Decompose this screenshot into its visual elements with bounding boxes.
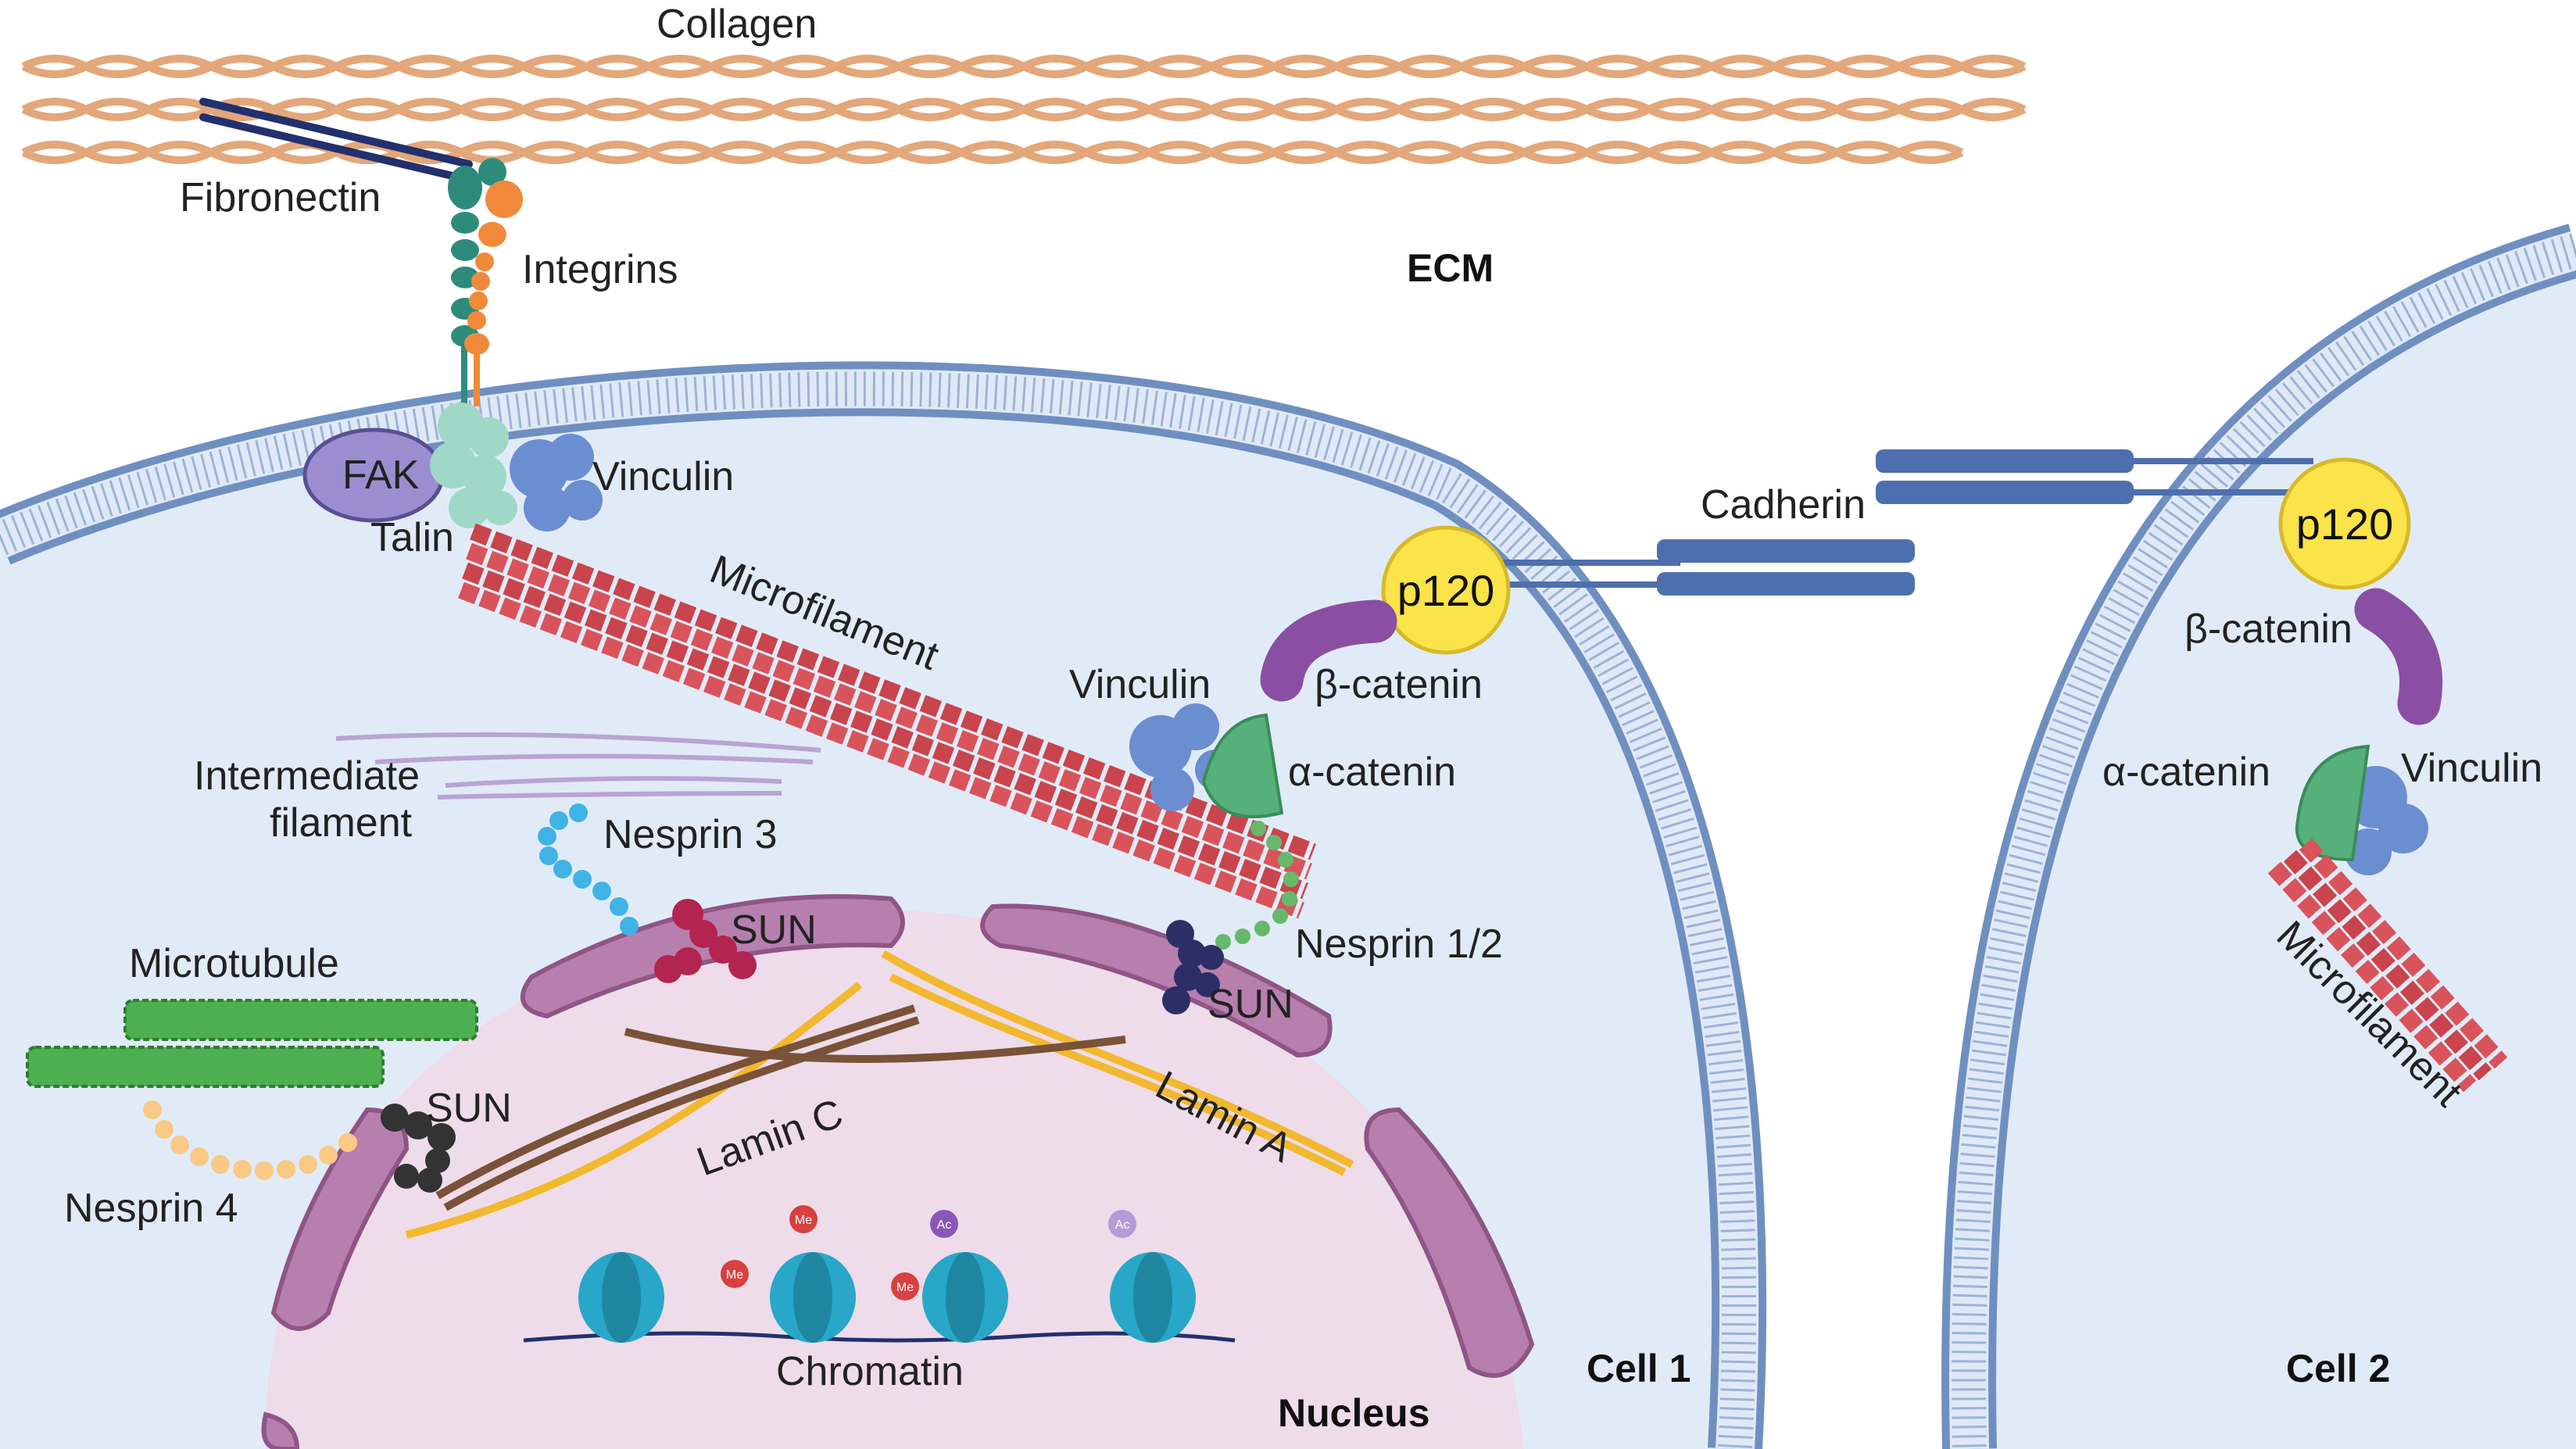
- intermediate-filament: [335, 732, 821, 800]
- beta-catenin-cell-1: [1260, 599, 1397, 702]
- nuclear-envelope: [261, 894, 1535, 1449]
- focal-adhesion-complex: [302, 402, 603, 531]
- cell-1-label: Cell 1: [1587, 1347, 1690, 1390]
- acetyl-mark-1: Ac: [930, 1210, 958, 1238]
- sun-1-label: SUN: [731, 907, 817, 953]
- sun-protein-2: [1162, 920, 1224, 1014]
- methyl-label-1: Me: [726, 1268, 743, 1282]
- alpha-catenin-cell-1: [1201, 713, 1284, 818]
- alpha-catenin-cell-2: [2295, 744, 2370, 862]
- cell-2: [1941, 224, 2576, 1449]
- sun-3-label: SUN: [426, 1086, 512, 1131]
- vinculin-cell-2-label: Vinculin: [2401, 746, 2542, 791]
- alpha-catenin-cell-2-label: α-catenin: [2102, 750, 2270, 795]
- cadherin-label: Cadherin: [1701, 482, 1866, 528]
- nesprin-1-2-label: Nesprin 1/2: [1295, 921, 1503, 967]
- nucleosome-3: [922, 1252, 1008, 1343]
- nucleosome-2: [770, 1252, 856, 1343]
- vinculin-focal-label: Vinculin: [592, 454, 734, 499]
- microfilament-cell-2: [2267, 838, 2508, 1093]
- collagen-label: Collagen: [657, 2, 817, 47]
- nesprin-3: [538, 803, 639, 936]
- acetyl-label-1: Ac: [937, 1218, 952, 1232]
- vinculin-cell-1-label: Vinculin: [1069, 662, 1211, 707]
- methyl-mark-1: Me: [721, 1260, 749, 1288]
- fak-label: FAK: [342, 453, 420, 498]
- fibronectin-label: Fibronectin: [180, 175, 381, 220]
- cell-1-membrane-inner: [0, 369, 1759, 1449]
- nesprin-3-label: Nesprin 3: [603, 812, 778, 857]
- chromatin-label: Chromatin: [776, 1349, 964, 1394]
- talin-label: Talin: [370, 515, 454, 560]
- talin: [430, 402, 517, 528]
- cell-2-label: Cell 2: [2286, 1347, 2390, 1390]
- beta-catenin-cell-2: [2354, 588, 2443, 725]
- microtubule: [26, 999, 478, 1088]
- p120-cell-2: [2278, 457, 2411, 590]
- nucleosome-4: [1110, 1252, 1196, 1343]
- sun-protein-1: [654, 899, 757, 983]
- p120-cell-1-label: p120: [1397, 566, 1495, 615]
- lamin-c: [435, 1004, 1126, 1211]
- integrin-beta: [464, 181, 523, 406]
- intermediate-filament-label-line-1: Intermediate: [194, 753, 420, 799]
- alpha-catenin-cell-1-label: α-catenin: [1288, 750, 1456, 795]
- integrin-alpha: [448, 158, 506, 406]
- cadherin-cell-1: [1501, 539, 1915, 596]
- nesprin-4-label: Nesprin 4: [64, 1186, 238, 1231]
- p120-cell-1: [1381, 525, 1511, 655]
- cell-2-membrane-lipids: [1952, 233, 2576, 1449]
- adherens-junction-cell-2: [1876, 449, 2508, 1093]
- nucleoplasm: [265, 909, 1524, 1449]
- cadherin-cell-2: [1876, 449, 2313, 504]
- nesprin-1-2: [1215, 821, 1299, 950]
- beta-catenin-cell-1-label: β-catenin: [1315, 662, 1483, 707]
- sun-2-label: SUN: [1208, 982, 1293, 1027]
- cell-2-cytoplasm: [1969, 250, 2576, 1449]
- nesprin-4: [143, 1100, 357, 1180]
- methyl-label-2: Me: [795, 1214, 812, 1227]
- nucleus: [261, 894, 1535, 1449]
- acetyl-label-2: Ac: [1115, 1218, 1130, 1232]
- methyl-mark-3: Me: [891, 1272, 919, 1301]
- methyl-mark-2: Me: [789, 1205, 818, 1233]
- nucleosome-1: [578, 1252, 664, 1343]
- nucleus-label: Nucleus: [1278, 1391, 1430, 1435]
- vinculin-focal: [510, 434, 603, 531]
- sun-protein-3: [381, 1104, 456, 1193]
- beta-catenin-cell-2-label: β-catenin: [2184, 606, 2352, 652]
- microtubule-label: Microtubule: [129, 941, 339, 986]
- fibronectin: [199, 98, 473, 184]
- integrins-label: Integrins: [522, 247, 678, 292]
- chromatin: Me Me Me Ac Ac: [523, 1205, 1236, 1343]
- methyl-label-3: Me: [896, 1281, 914, 1294]
- ecm-label: ECM: [1407, 246, 1494, 290]
- intermediate-filament-label-line-2: filament: [270, 800, 413, 846]
- lamin-a: [405, 950, 1354, 1239]
- acetyl-mark-2: Ac: [1108, 1210, 1136, 1238]
- integrins: [448, 158, 523, 406]
- adherens-junction-cell-1: [1129, 525, 1915, 818]
- dna-strand: [523, 1331, 1236, 1343]
- p120-cell-2-label: p120: [2296, 499, 2394, 549]
